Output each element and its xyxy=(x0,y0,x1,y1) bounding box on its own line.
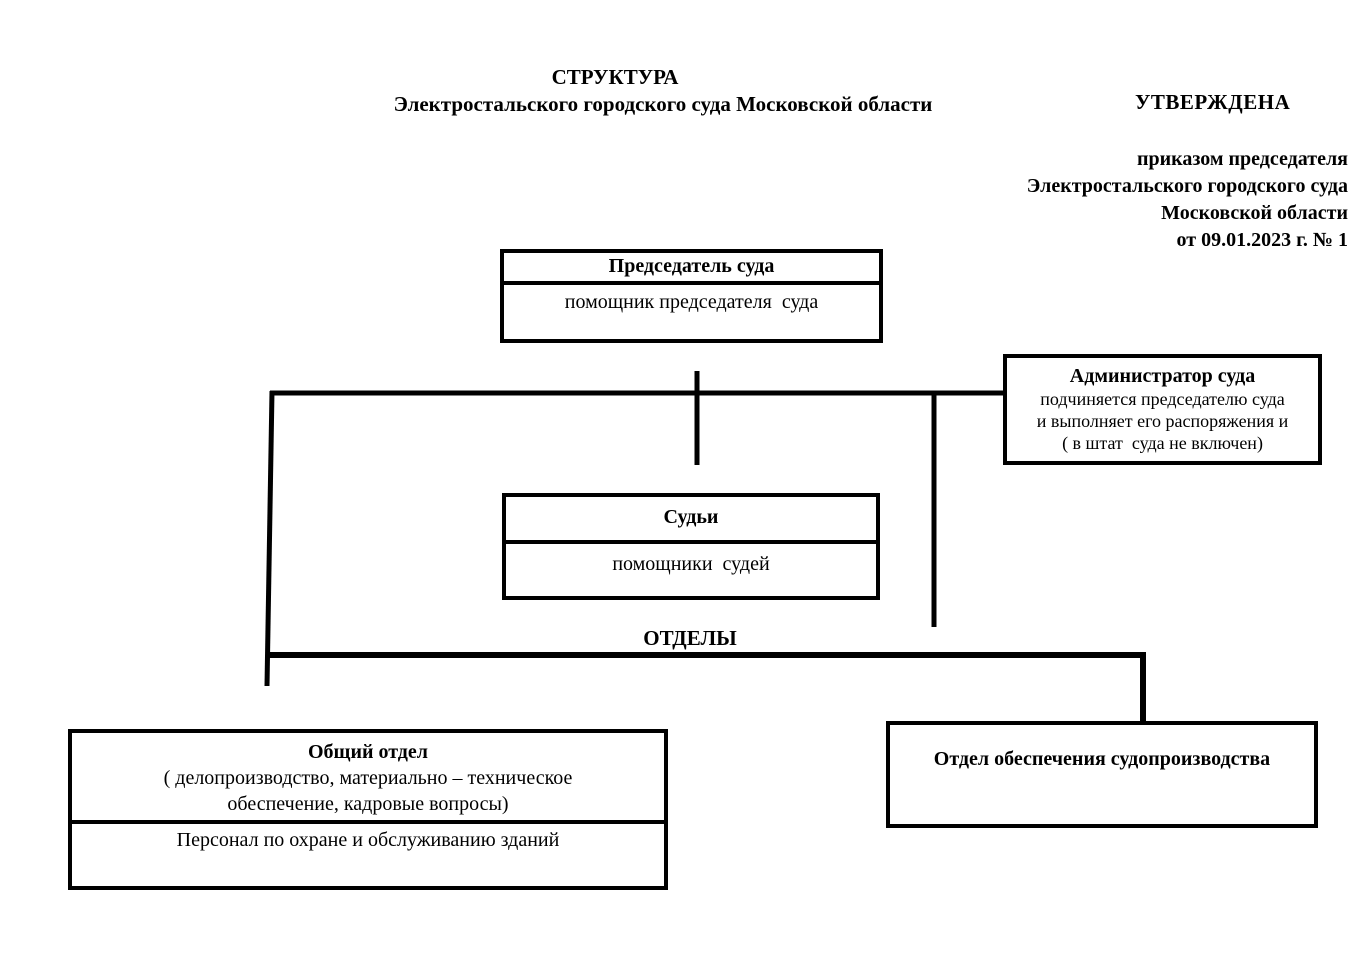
connector-left-vertical xyxy=(264,390,275,687)
administrator-note-line: и выполняет его распоряжения и xyxy=(1036,411,1289,431)
approval-line: Электростальского городского суда xyxy=(1026,175,1348,197)
administrator-title: Администратор суда xyxy=(1069,365,1256,387)
approval-line: приказом председателя xyxy=(1136,148,1348,170)
judges-assistants: помощники судей xyxy=(612,553,770,575)
approved-label: УТВЕРЖДЕНА xyxy=(1135,90,1291,114)
administrator-note-line: подчиняется председателю суда xyxy=(1040,389,1285,409)
general-department-description-line: ( делопроизводство, материально – технич… xyxy=(163,767,573,789)
general-department-title: Общий отдел xyxy=(308,741,428,763)
doc-title: СТРУКТУРА xyxy=(551,65,679,89)
approval-line: от 09.01.2023 г. № 1 xyxy=(1176,229,1348,251)
general-department-staff: Персонал по охране и обслуживанию зданий xyxy=(176,829,560,851)
judges-box-divider xyxy=(506,540,876,544)
general-department-description-line: обеспечение, кадровые вопросы) xyxy=(227,793,509,815)
departments-label: ОТДЕЛЫ xyxy=(643,626,737,650)
approval-line: Московской области xyxy=(1161,202,1348,224)
general-department-divider xyxy=(72,820,664,824)
doc-subtitle: Электростальского городского суда Москов… xyxy=(393,92,933,116)
administrator-note-line: ( в штат суда не включен) xyxy=(1062,433,1263,453)
administrator-box: Администратор суда подчиняется председат… xyxy=(1003,354,1322,465)
general-department-box: Общий отдел ( делопроизводство, материал… xyxy=(68,729,668,890)
chairman-assistant: помощник председателя суда xyxy=(564,291,819,313)
judges-title: Судьи xyxy=(663,506,719,528)
judges-box: Судьи помощники судей xyxy=(502,493,880,600)
approval-block: приказом председателя Электростальского … xyxy=(888,146,1348,254)
chairman-box-divider xyxy=(504,281,879,285)
proceedings-department-box: Отдел обеспечения судопроизводства xyxy=(886,721,1318,828)
proceedings-department-title: Отдел обеспечения судопроизводства xyxy=(933,748,1271,770)
chairman-title: Председатель суда xyxy=(608,255,775,277)
chairman-box: Председатель суда помощник председателя … xyxy=(500,249,883,343)
